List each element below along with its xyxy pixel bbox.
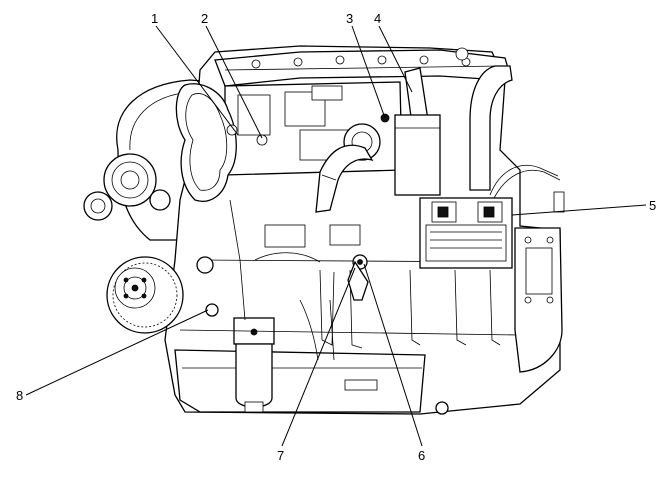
callout-3: 3 [346,11,353,26]
leader-lines [25,25,647,447]
idler-pulley [83,191,113,221]
leader-7 [281,267,356,447]
callout-8: 8 [16,388,23,403]
leader-3 [351,25,386,119]
callout-2: 2 [201,11,208,26]
callouts: 1 2 3 4 5 6 7 8 [16,11,656,463]
callout-7: 7 [277,448,284,463]
leader-6 [363,263,423,447]
flywheel-housing-rear [514,227,563,373]
secondary-filter [394,114,441,196]
sensor-8 [196,256,214,274]
leader-2 [205,25,263,139]
callout-1: 1 [151,11,158,26]
callout-4: 4 [374,11,381,26]
leader-5 [511,204,647,216]
leader-1 [155,25,239,136]
leader-8 [25,309,209,396]
callout-5: 5 [649,198,656,213]
drain-plug [435,401,449,415]
leader-4 [378,25,413,93]
engine-drawing [83,45,565,415]
fuel-filter [235,343,273,408]
intake-tube [469,65,513,191]
callout-6: 6 [418,448,425,463]
intake-elbow [315,144,374,213]
